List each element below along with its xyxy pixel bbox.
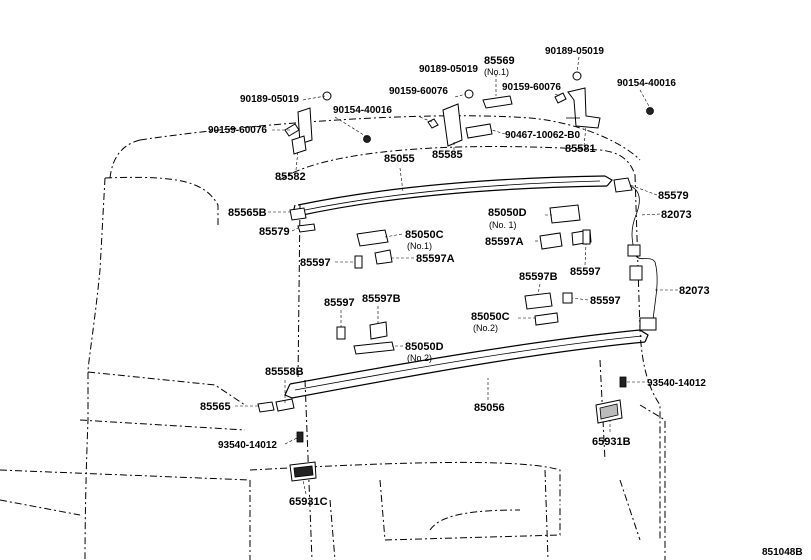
part-label: 90159-60076 bbox=[208, 125, 267, 136]
part-number-labels: 90189-05019 90159-60076 90154-40016 90159-6… bbox=[200, 46, 803, 558]
part-label: 85565 bbox=[200, 401, 231, 413]
part-label: 85050D bbox=[488, 207, 527, 219]
part-label: 90189-05019 bbox=[419, 64, 478, 75]
part-label: 85597 bbox=[300, 257, 331, 269]
part-label: 85581 bbox=[565, 143, 596, 155]
part-label: 85597A bbox=[485, 236, 524, 248]
part-label: 85597 bbox=[590, 295, 621, 307]
part-label: (No.2) bbox=[473, 323, 498, 333]
bracket-85582-group bbox=[284, 91, 371, 155]
bracket-85585-group bbox=[427, 89, 513, 147]
part-label: 85597A bbox=[416, 253, 455, 265]
part-label: 90154-40016 bbox=[617, 78, 676, 89]
part-label: 90154-40016 bbox=[333, 105, 392, 116]
part-label: 85597B bbox=[362, 293, 401, 305]
part-label: (No. 1) bbox=[489, 220, 517, 230]
lower-garnish-85056 bbox=[284, 329, 649, 399]
bracket-85581-group bbox=[554, 71, 654, 129]
leader-lines bbox=[235, 56, 678, 495]
part-label: (No.1) bbox=[484, 67, 509, 77]
part-label: 85056 bbox=[474, 402, 505, 414]
part-label: 85558B bbox=[265, 366, 304, 378]
part-label: (No.2) bbox=[407, 353, 432, 363]
part-label: 85565B bbox=[228, 207, 267, 219]
part-label: 93540-14012 bbox=[647, 378, 706, 389]
part-label: 85582 bbox=[275, 171, 306, 183]
part-label: 851048B bbox=[762, 547, 803, 558]
wire-harness-82073 bbox=[613, 177, 658, 331]
part-label: 90159-60076 bbox=[389, 86, 448, 97]
part-label: (No.1) bbox=[407, 241, 432, 251]
part-label: 82073 bbox=[679, 285, 710, 297]
part-label: 85579 bbox=[259, 226, 290, 238]
part-label: 93540-14012 bbox=[218, 440, 277, 451]
part-label: 90189-05019 bbox=[545, 46, 604, 57]
part-label: 90159-60076 bbox=[502, 82, 561, 93]
part-label: 85597 bbox=[570, 266, 601, 278]
part-label: 85597B bbox=[519, 271, 558, 283]
part-label: 82073 bbox=[661, 209, 692, 221]
part-label: 65931B bbox=[592, 436, 631, 448]
left-clips-group bbox=[289, 207, 395, 355]
part-label: 85055 bbox=[384, 153, 415, 165]
part-label: 65931C bbox=[289, 496, 328, 508]
part-label: 85050C bbox=[405, 229, 444, 241]
center-clips-group bbox=[524, 204, 592, 326]
part-label: 85585 bbox=[432, 149, 463, 161]
part-label: 90467-10062-B0 bbox=[505, 130, 580, 141]
part-label: 85579 bbox=[658, 190, 689, 202]
part-label: 85597 bbox=[324, 297, 355, 309]
part-label: 85050C bbox=[471, 311, 510, 323]
bottom-parts-group bbox=[257, 376, 627, 482]
part-label: 85569 bbox=[484, 55, 515, 67]
part-label: 90189-05019 bbox=[240, 94, 299, 105]
part-label: 85050D bbox=[405, 341, 444, 353]
